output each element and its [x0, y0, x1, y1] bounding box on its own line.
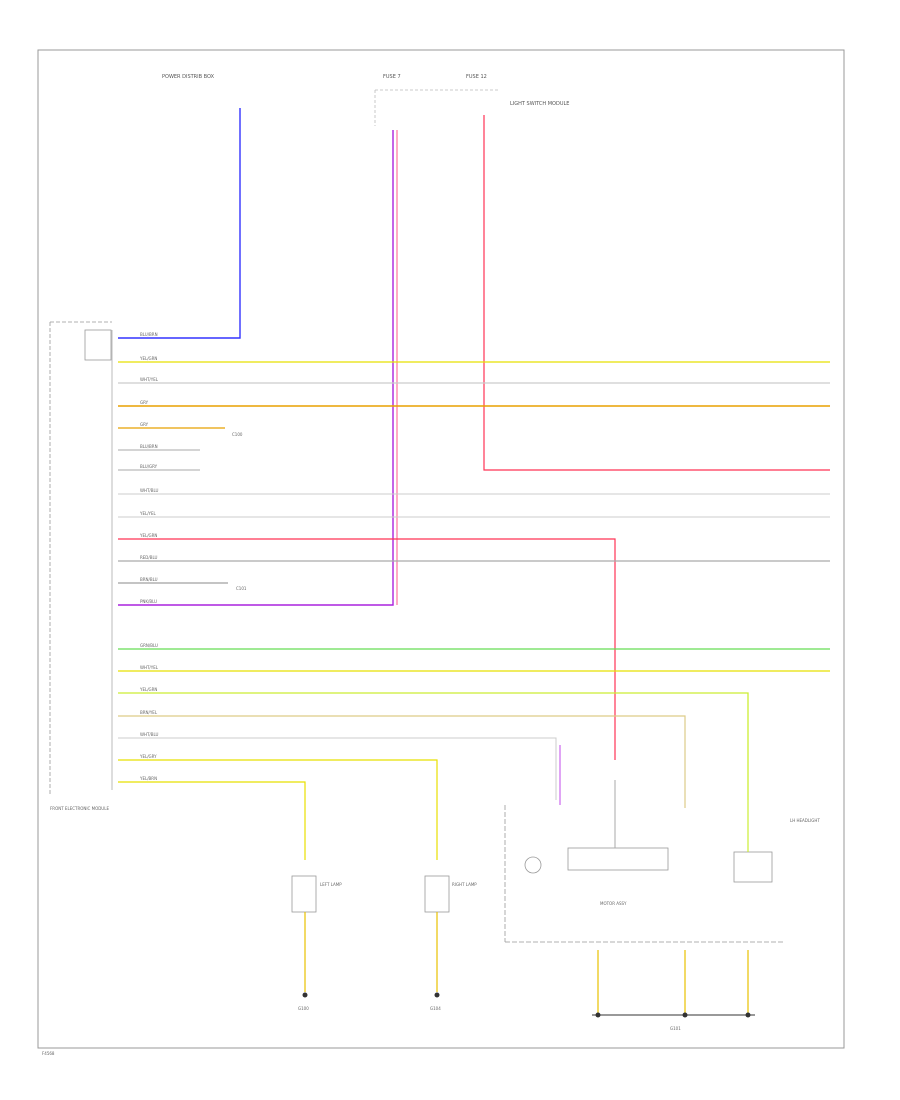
connector-label-b: C101: [236, 586, 247, 591]
right-lamp: [424, 875, 450, 913]
wire-code-label: YEL/GRY: [139, 754, 157, 759]
fuse-label-2: FUSE 12: [466, 74, 487, 80]
wire-tan: [118, 715, 686, 800]
connector-label-a: C100: [232, 432, 243, 437]
left-connector-block: [84, 329, 112, 361]
wire-yellowgreen: [118, 692, 749, 800]
wire-legend: BLU/BRN YEL/GRN WHT/YEL GRY GRY BLU/BRN BLU/GR…: [139, 332, 159, 781]
fuse-label-1: FUSE 7: [383, 74, 401, 80]
left-ground-dot: [302, 992, 308, 998]
wire-code-label: GRY: [140, 400, 149, 405]
wire-lightgray-4: [118, 737, 557, 800]
left-lamp: [291, 875, 317, 913]
wire-code-label: BRN/YEL: [140, 710, 158, 715]
purple-wire: [118, 130, 394, 606]
diagram-frame: [37, 49, 845, 1049]
lh-headlight-box: [733, 851, 773, 883]
bulb-icon: [524, 856, 542, 874]
ground-label-2: G104: [430, 1006, 441, 1011]
left-lamp-label: LEFT LAMP: [320, 882, 342, 887]
motor-assy-label: MOTOR ASSY: [600, 901, 627, 906]
wire-code-label: RED/BLU: [140, 555, 158, 560]
wire-code-label: WHT/YEL: [140, 665, 159, 670]
left-module-text: FRONT ELECTRONIC MODULE: [50, 806, 109, 811]
ground-bus-dot-2: [682, 1012, 688, 1018]
top-left-title: POWER DISTRIB BOX: [162, 74, 215, 80]
red-wire-fuse: [483, 115, 830, 471]
blue-wire: [118, 108, 241, 339]
wire-code-label: GRY: [140, 422, 149, 427]
wire-code-label: WHT/YEL: [140, 377, 159, 382]
light-switch-module-label: LIGHT SWITCH MODULE: [510, 101, 569, 107]
wire-red-2: [118, 538, 616, 760]
wire-code-label: YEL/GRN: [139, 687, 157, 692]
wire-code-label: BLU/BRN: [140, 332, 158, 337]
ground-label-1: G100: [298, 1006, 309, 1011]
lh-headlight-label: LH HEADLIGHT: [790, 818, 820, 823]
wire-code-label: BRN/BLU: [140, 577, 158, 582]
right-ground-dot: [434, 992, 440, 998]
ground-label-3: G101: [670, 1026, 681, 1031]
wire-yellow-4: [118, 781, 306, 860]
wire-code-label: WHT/BLU: [140, 488, 159, 493]
wire-code-label: YEL/GRN: [139, 533, 157, 538]
wire-code-label: BLU/GRY: [140, 464, 158, 469]
motor-assy-box: [567, 847, 669, 871]
wire-yellow-3: [118, 759, 438, 860]
wire-code-label: WHT/BLU: [140, 732, 159, 737]
wire-code-label: PNK/BLU: [140, 599, 157, 604]
wire-code-label: GRN/BLU: [140, 643, 158, 648]
wire-code-label: YEL/GRN: [139, 356, 157, 361]
ground-bus-dot-3: [745, 1012, 751, 1018]
frame-label: F4568: [42, 1051, 55, 1056]
ground-bus-dot-1: [595, 1012, 601, 1018]
wire-code-label: YEL/BRN: [139, 776, 157, 781]
wire-code-label: YEL/YEL: [139, 511, 157, 516]
right-lamp-label: RIGHT LAMP: [452, 882, 477, 887]
wire-code-label: BLU/BRN: [140, 444, 158, 449]
